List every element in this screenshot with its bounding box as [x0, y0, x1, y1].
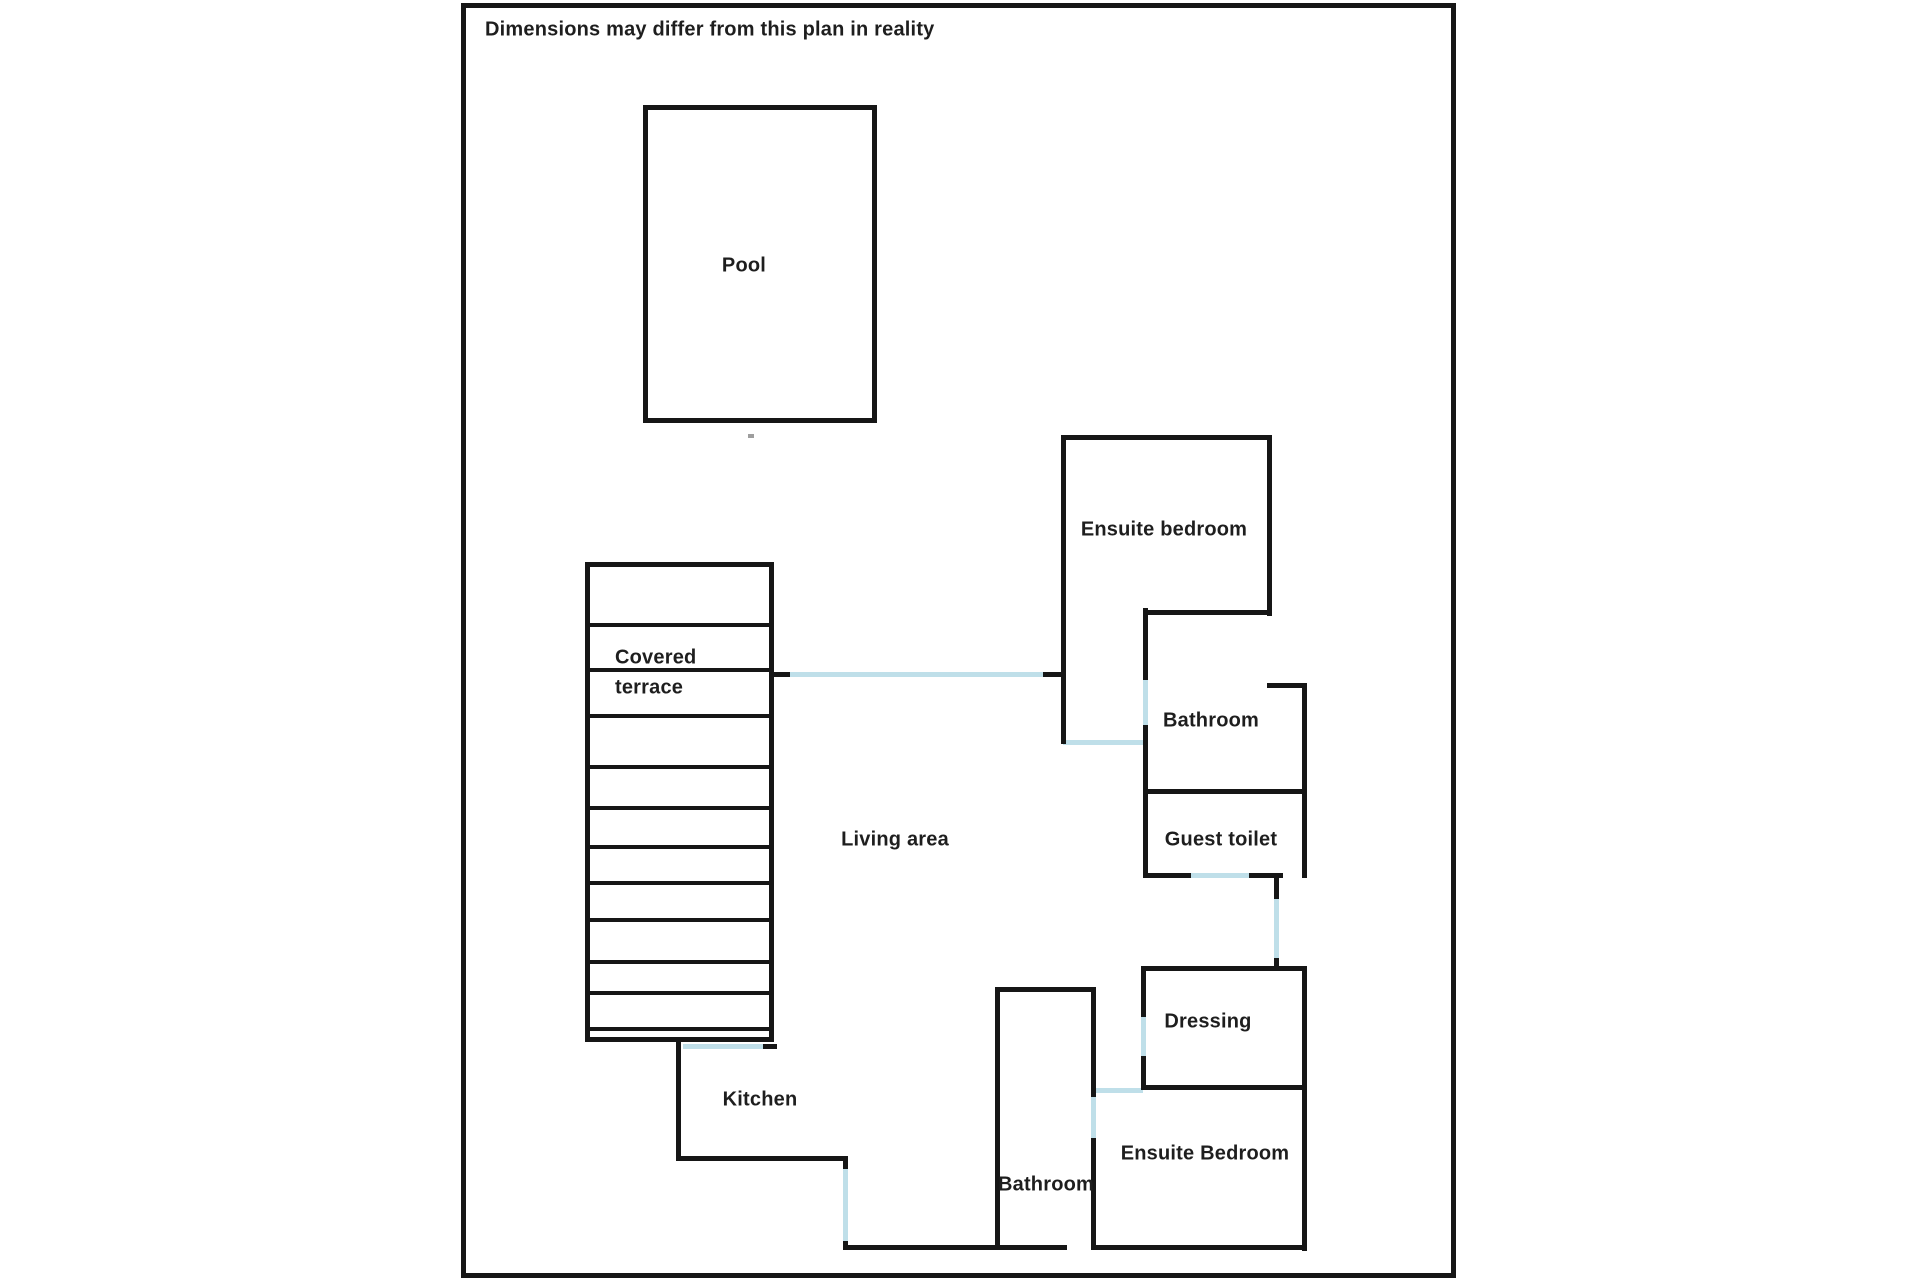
wall-segment [1143, 725, 1148, 794]
wall-segment [1143, 789, 1148, 878]
covered-terrace-outline [585, 562, 774, 1042]
plan-outer-border [461, 3, 1456, 1278]
wall-segment [1091, 1138, 1096, 1249]
wall-segment [1143, 608, 1148, 680]
opening-segment [683, 1044, 765, 1049]
room-label-covered-terrace-line1: Covered [615, 646, 697, 669]
terrace-stripe [589, 960, 770, 964]
terrace-stripe [589, 1027, 770, 1031]
disclaimer-text: Dimensions may differ from this plan in … [485, 18, 935, 41]
opening-segment [1141, 1015, 1146, 1058]
wall-segment [1249, 873, 1283, 878]
wall-segment [676, 1038, 681, 1160]
wall-segment [1061, 435, 1066, 744]
wall-segment [1267, 683, 1307, 688]
room-label-living-area: Living area [841, 828, 949, 851]
opening-segment [843, 1169, 848, 1243]
terrace-stripe [589, 918, 770, 922]
room-label-pool: Pool [721, 254, 767, 277]
terrace-stripe [589, 623, 770, 627]
opening-segment [790, 672, 1043, 677]
opening-segment [1274, 897, 1279, 960]
room-label-bathroom-bottom: Bathroom [997, 1173, 1095, 1196]
wall-segment [1091, 987, 1096, 1097]
wall-segment [763, 1044, 777, 1049]
wall-segment [1141, 1085, 1307, 1090]
terrace-stripe [589, 668, 770, 672]
room-label-ensuite-bedroom-top: Ensuite bedroom [1080, 518, 1248, 541]
wall-segment [1302, 966, 1307, 1251]
pool-outline [643, 105, 877, 423]
wall-segment [1145, 610, 1272, 615]
terrace-stripe [589, 845, 770, 849]
opening-segment [1093, 1088, 1143, 1093]
wall-segment [995, 987, 1000, 1249]
wall-segment [1274, 958, 1279, 970]
room-label-guest-toilet: Guest toilet [1164, 828, 1278, 851]
room-label-bathroom-top: Bathroom [1162, 709, 1260, 732]
opening-segment [1091, 1095, 1096, 1140]
room-label-dressing: Dressing [1164, 1010, 1252, 1033]
wall-segment [1302, 789, 1307, 878]
wall-segment [676, 1156, 848, 1161]
room-label-ensuite-bedroom-bottom: Ensuite Bedroom [1120, 1142, 1290, 1165]
terrace-stripe [589, 881, 770, 885]
terrace-stripe [589, 714, 770, 718]
wall-segment [995, 987, 1096, 992]
terrace-stripe [589, 991, 770, 995]
wall-segment [1302, 683, 1307, 794]
room-label-covered-terrace-line2: terrace [615, 676, 684, 699]
wall-segment [1091, 1245, 1307, 1250]
terrace-stripe [589, 765, 770, 769]
wall-segment [1267, 435, 1272, 616]
wall-segment [770, 672, 790, 677]
opening-segment [1063, 740, 1145, 745]
wall-segment [1143, 873, 1191, 878]
wall-segment [1141, 966, 1146, 1017]
wall-segment [1061, 435, 1272, 440]
opening-segment [1143, 678, 1148, 725]
opening-segment [1191, 873, 1249, 878]
wall-segment [1141, 966, 1307, 971]
room-label-kitchen: Kitchen [722, 1088, 798, 1111]
wall-segment [1143, 789, 1307, 794]
wall-segment [845, 1245, 1067, 1250]
terrace-stripe [589, 806, 770, 810]
wall-segment [843, 1241, 848, 1250]
wall-segment [1274, 873, 1279, 899]
stray-mark [748, 434, 754, 438]
wall-segment [1141, 1056, 1146, 1089]
wall-segment [843, 1156, 848, 1169]
wall-segment [1043, 672, 1063, 677]
